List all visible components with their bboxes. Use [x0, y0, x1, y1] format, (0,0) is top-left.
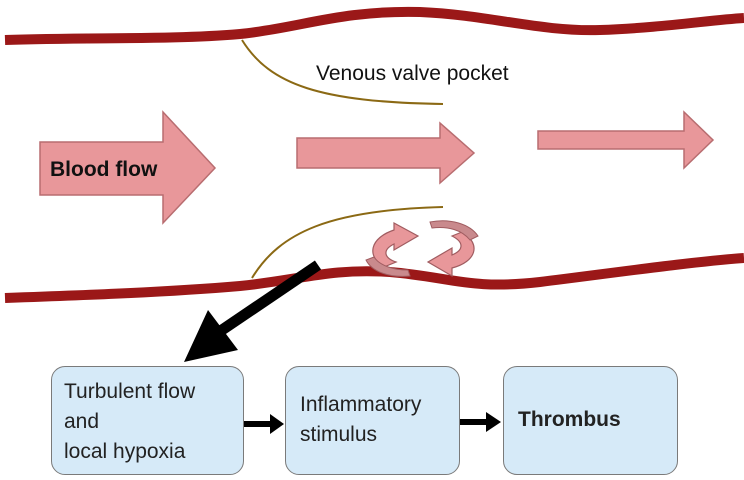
turbulence-circular-arrows: [365, 220, 479, 278]
valve-pocket-label: Venous valve pocket: [316, 62, 509, 85]
turbulent-line-2: and: [64, 410, 100, 433]
vessel-wall-top: [4, 6, 744, 45]
connector-arrowhead-2: [486, 412, 501, 432]
flow-arrow-middle: [296, 121, 476, 185]
thrombus-box: Thrombus: [503, 366, 678, 475]
blood-flow-label: Blood flow: [50, 158, 158, 181]
connector-arrowhead-1: [270, 414, 284, 434]
blood-flow-arrow-large: [39, 110, 217, 225]
turbulent-line-3: local hypoxia: [64, 440, 186, 463]
valve-leaflet-top: [241, 39, 444, 105]
turbulent-line-1: Turbulent flow: [64, 380, 196, 403]
thrombus-label: Thrombus: [518, 408, 621, 431]
turbulent-flow-box: Turbulent flow and local hypoxia: [51, 366, 244, 475]
inflammatory-line-1: Inflammatory: [300, 393, 422, 416]
inflammatory-line-2: stimulus: [300, 423, 378, 446]
flow-arrow-right: [537, 110, 715, 170]
pointer-arrow-shaft: [218, 260, 322, 335]
pointer-arrow-head: [184, 310, 238, 362]
inflammatory-stimulus-box: Inflammatory stimulus: [285, 366, 460, 475]
valve-leaflet-bottom: [251, 206, 444, 279]
